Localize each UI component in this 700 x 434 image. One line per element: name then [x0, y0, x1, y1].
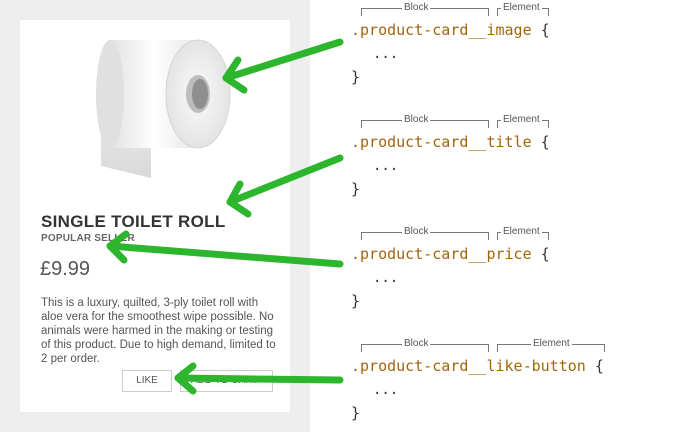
- close-brace: }: [351, 292, 361, 310]
- product-title: SINGLE TOILET ROLL: [41, 212, 226, 231]
- open-brace: {: [540, 245, 550, 263]
- block-label: Block: [402, 226, 431, 238]
- ellipsis: ...: [373, 46, 399, 62]
- open-brace: {: [594, 357, 604, 375]
- element-label: Element: [501, 226, 542, 238]
- open-brace: {: [540, 21, 550, 39]
- ellipsis: ...: [373, 270, 399, 286]
- css-selector: .product-card__title {: [351, 133, 550, 151]
- block-label: Block: [402, 114, 431, 126]
- css-selector: .product-card__like-button {: [351, 357, 604, 375]
- toilet-roll-image: [96, 39, 231, 178]
- block-label: Block: [402, 338, 431, 350]
- open-brace: {: [540, 133, 550, 151]
- selector-text: .product-card__like-button: [351, 357, 586, 375]
- add-to-cart-button[interactable]: ADD TO CART: [180, 370, 273, 392]
- product-price: £9.99: [40, 258, 91, 280]
- selector-text: .product-card__image: [351, 21, 532, 39]
- product-card: SINGLE TOILET ROLL POPULAR SELLER £9.99 …: [20, 20, 290, 412]
- code-block-title: Block Element .product-card__title { ...…: [351, 114, 691, 210]
- ellipsis: ...: [373, 382, 399, 398]
- css-selector: .product-card__image {: [351, 21, 550, 39]
- product-description: This is a luxury, quilted, 3-ply toilet …: [41, 297, 276, 365]
- block-label: Block: [402, 2, 431, 14]
- code-block-like-button: Block Element .product-card__like-button…: [351, 338, 691, 434]
- code-block-price: Block Element .product-card__price { ...…: [351, 226, 691, 322]
- close-brace: }: [351, 404, 361, 422]
- css-selector: .product-card__price {: [351, 245, 550, 263]
- close-brace: }: [351, 68, 361, 86]
- element-label: Element: [531, 338, 572, 350]
- ellipsis: ...: [373, 158, 399, 174]
- product-subtitle: POPULAR SELLER: [41, 233, 135, 244]
- like-button[interactable]: LIKE: [122, 370, 172, 392]
- code-block-image: Block Element .product-card__image { ...…: [351, 2, 691, 98]
- selector-text: .product-card__price: [351, 245, 532, 263]
- element-label: Element: [501, 114, 542, 126]
- selector-text: .product-card__title: [351, 133, 532, 151]
- element-label: Element: [501, 2, 542, 14]
- close-brace: }: [351, 180, 361, 198]
